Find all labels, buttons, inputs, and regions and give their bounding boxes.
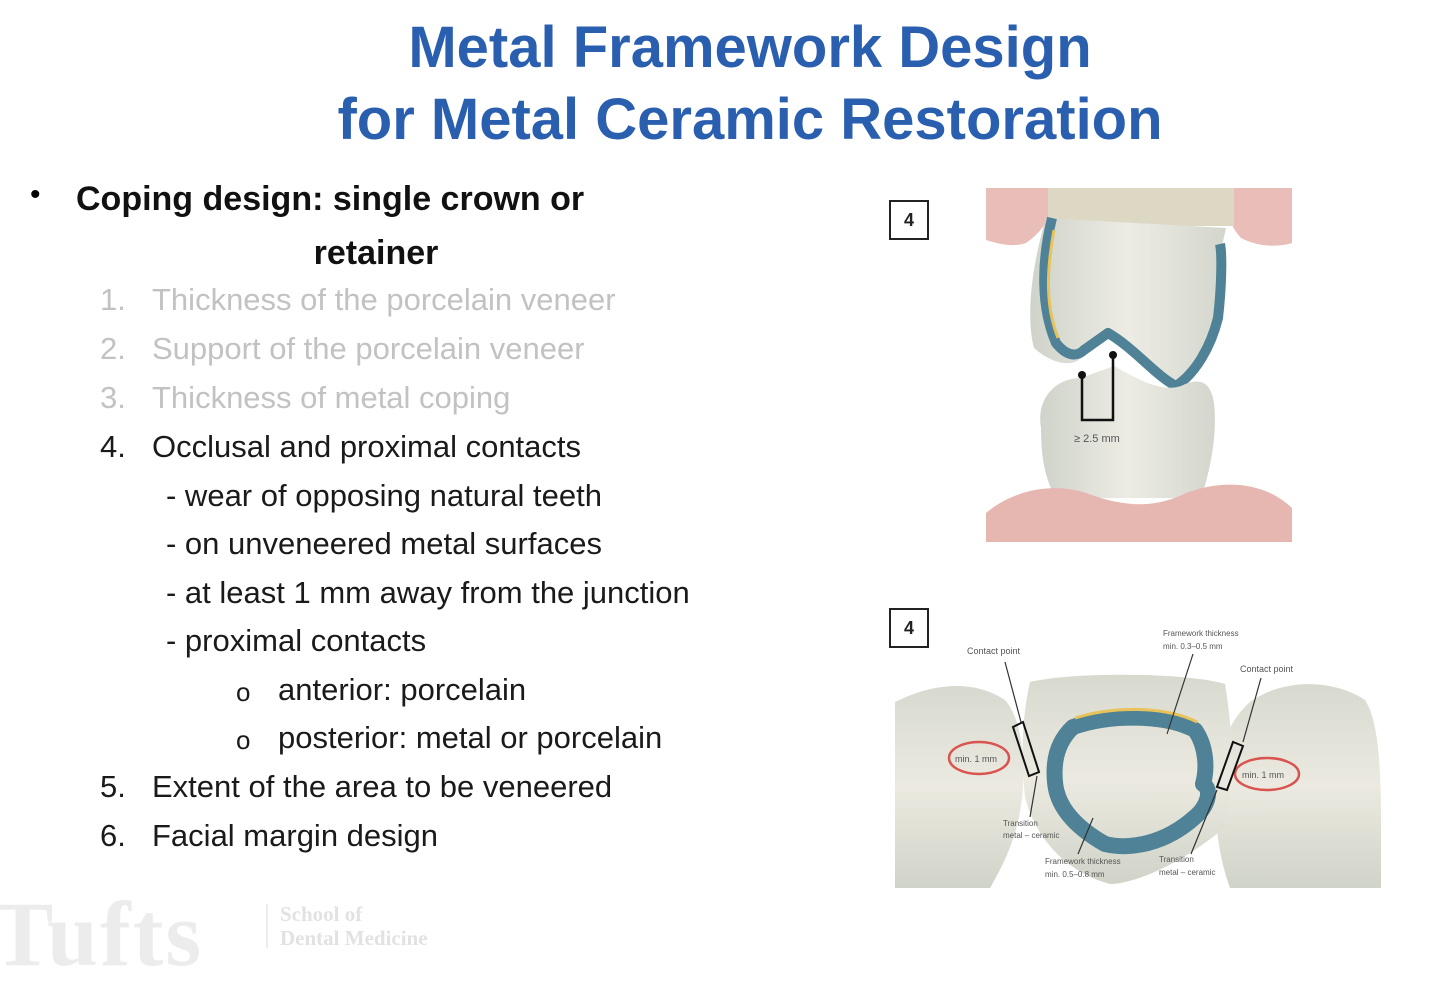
list-number: 5. xyxy=(100,769,126,804)
bullet-heading: Coping design: single crown or retainer xyxy=(76,172,676,280)
label-min-right: min. 1 mm xyxy=(1242,770,1284,780)
title-line-2: for Metal Ceramic Restoration xyxy=(337,87,1163,152)
label-contact-left: Contact point xyxy=(967,646,1021,656)
leader-contact-left xyxy=(1004,661,1022,723)
left-neighbor-tooth xyxy=(895,685,1024,888)
circle-bullet: o xyxy=(236,677,251,707)
footer-divider xyxy=(266,904,268,948)
proximal-contact-illustration: Contact point Contact point Framework th… xyxy=(895,629,1381,888)
list-text: Facial margin design xyxy=(152,818,439,853)
bullet-heading-line-1: Coping design: single crown or xyxy=(76,180,585,218)
school-line-2: Dental Medicine xyxy=(280,926,428,950)
upper-gum-right xyxy=(1221,188,1292,246)
right-neighbor-tooth xyxy=(1215,684,1381,888)
list-text: Extent of the area to be veneered xyxy=(152,769,613,804)
label-framework-top-2: min. 0.3–0.5 mm xyxy=(1163,642,1223,651)
upper-crown xyxy=(1030,218,1226,388)
leader-framework-top xyxy=(1166,653,1194,735)
school-line-1: School of xyxy=(280,902,363,926)
slide-title: Metal Framework Design for Metal Ceramic… xyxy=(0,12,1440,156)
measurement-bracket xyxy=(1080,356,1115,422)
figure-top-number: 4 xyxy=(889,200,929,240)
title-line-1: Metal Framework Design xyxy=(408,15,1092,80)
contact-dot-right xyxy=(1109,351,1117,359)
figure-bottom-number: 4 xyxy=(889,608,929,648)
label-transition-right-2: metal – ceramic xyxy=(1159,868,1215,877)
measurement-label: ≥ 2.5 mm xyxy=(1074,433,1120,445)
occlusal-contact-illustration: ≥ 2.5 mm xyxy=(986,188,1292,542)
sub-item-wear: - wear of opposing natural teeth xyxy=(166,478,602,513)
min-distance-circle-right xyxy=(1233,756,1301,792)
list-number: 3. xyxy=(100,380,126,415)
label-transition-left-1: Transition xyxy=(1003,819,1038,828)
sub-sub-text: anterior: porcelain xyxy=(278,672,527,707)
bracket-right xyxy=(1215,740,1245,792)
label-framework-bottom-2: min. 0.5–0.8 mm xyxy=(1045,870,1105,879)
lower-opposing-tooth xyxy=(1040,366,1215,498)
list-text: Occlusal and proximal contacts xyxy=(152,429,582,464)
metal-framework-ring xyxy=(1046,709,1216,855)
label-contact-right: Contact point xyxy=(1240,664,1294,674)
list-text: Thickness of metal coping xyxy=(152,380,511,415)
label-min-left: min. 1 mm xyxy=(955,754,997,764)
min-distance-circle-left xyxy=(947,740,1011,776)
metal-coping-outline xyxy=(1039,216,1227,391)
bullet-heading-line-2: retainer xyxy=(313,234,439,272)
sub-item-unveneered: - on unveneered metal surfaces xyxy=(166,526,602,561)
list-number: 4. xyxy=(100,429,126,464)
leader-framework-bottom xyxy=(1077,817,1094,855)
circle-bullet: o xyxy=(236,725,251,755)
leader-transition-right xyxy=(1190,789,1218,855)
abutment-tooth xyxy=(1048,188,1234,226)
sub-sub-text: posterior: metal or porcelain xyxy=(278,720,663,755)
label-transition-right-1: Transition xyxy=(1159,855,1194,864)
label-framework-top-1: Framework thickness xyxy=(1163,629,1239,638)
bracket-left xyxy=(1011,720,1041,778)
list-number: 6. xyxy=(100,818,126,853)
porcelain-edge xyxy=(1046,229,1060,339)
list-number: 1. xyxy=(100,282,126,317)
sub-item-junction: - at least 1 mm away from the junction xyxy=(166,575,690,610)
list-text: Thickness of the porcelain veneer xyxy=(152,282,616,317)
leader-contact-right xyxy=(1242,677,1262,743)
footer-logo: Tufts School of Dental Medicine xyxy=(0,888,600,980)
label-transition-left-2: metal – ceramic xyxy=(1003,831,1059,840)
school-name: School of Dental Medicine xyxy=(280,902,428,950)
leader-transition-left xyxy=(1029,775,1038,818)
bullet-dot: • xyxy=(30,178,41,211)
upper-gum-left xyxy=(986,188,1061,246)
sub-item-proximal: - proximal contacts xyxy=(166,623,427,658)
porcelain-edge xyxy=(1074,708,1198,724)
label-framework-bottom-1: Framework thickness xyxy=(1045,857,1121,866)
list-text: Support of the porcelain veneer xyxy=(152,331,585,366)
lower-gum xyxy=(986,484,1292,542)
contact-dot-left xyxy=(1078,371,1086,379)
list-number: 2. xyxy=(100,331,126,366)
tufts-logo-text: Tufts xyxy=(0,883,204,985)
